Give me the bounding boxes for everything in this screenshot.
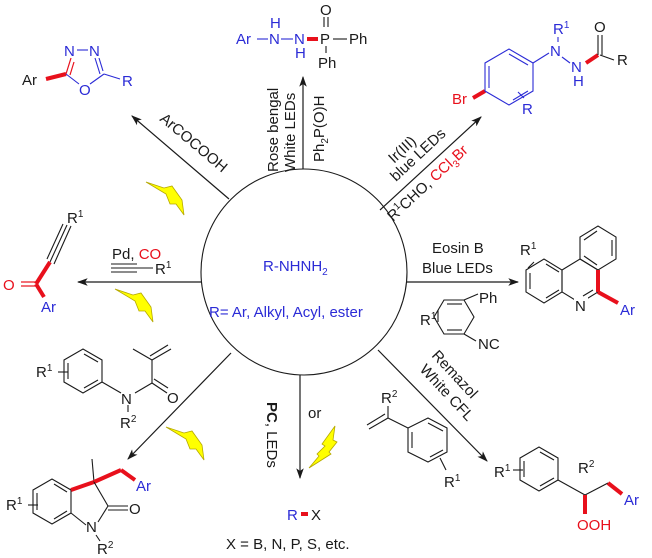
svg-text:Ar: Ar (620, 302, 635, 319)
center-hub: R-NHNH2 R= Ar, Alkyl, Acyl, ester (200, 168, 408, 376)
svg-text:R: R (122, 73, 133, 90)
substrate-oxindole: R1 N R2 O (36, 344, 179, 432)
reagent-phosphorylation: Ph2P(O)H (311, 96, 331, 162)
svg-text:N: N (571, 59, 582, 76)
svg-text:R: R (617, 52, 628, 69)
product-phenanthridine: N Ar R1 (520, 225, 635, 319)
heteroatom-note: X = B, N, P, S, etc. (226, 536, 350, 553)
arrow-oxindole (127, 352, 232, 460)
product-phosphorylation: Ar H N N H P O Ph Ph (236, 2, 367, 72)
arrow-bromination (379, 116, 482, 211)
svg-text:O: O (167, 390, 179, 407)
conditions-phosphorylation-2: White LEDs (282, 93, 299, 172)
light-icon (308, 425, 338, 469)
svg-text:R1: R1 (520, 241, 537, 259)
svg-text:Ph: Ph (318, 55, 336, 72)
svg-text:P: P (320, 31, 330, 48)
svg-text:O: O (79, 82, 91, 99)
conditions-ynone: Pd, CO (112, 246, 161, 263)
center-circle (200, 168, 408, 376)
svg-text:R1: R1 (420, 311, 437, 329)
conditions-heteroatom: PC, LEDs (263, 402, 280, 468)
center-reagent: R-NHNH2 (263, 258, 328, 278)
svg-text:R1: R1 (67, 209, 84, 227)
arrow-hydroperoxide (377, 349, 488, 462)
svg-text:R2: R2 (578, 459, 595, 477)
svg-text:N: N (575, 298, 586, 315)
conditions-phosphorylation-1: Rose bengal (265, 88, 282, 172)
svg-text:Ar: Ar (41, 299, 56, 316)
svg-text:R2: R2 (97, 540, 114, 558)
svg-text:N: N (86, 519, 97, 536)
svg-text:O: O (129, 501, 141, 518)
svg-text:N: N (550, 43, 561, 60)
svg-text:R1: R1 (444, 473, 461, 491)
svg-text:Ph: Ph (479, 290, 497, 307)
svg-text:R1: R1 (36, 363, 53, 381)
svg-text:H: H (270, 15, 281, 32)
svg-text:R: R (522, 101, 533, 118)
svg-text:H: H (295, 45, 306, 62)
reagent-alkyne: R1 (111, 260, 172, 278)
svg-text:N: N (269, 31, 280, 48)
light-icon (165, 426, 205, 461)
product-oxadiazole: Ar N N O R (22, 43, 133, 99)
arrow-oxadiazole (131, 115, 230, 200)
svg-text:X: X (311, 507, 321, 524)
svg-text:Ar: Ar (236, 31, 251, 48)
svg-text:R2: R2 (120, 414, 137, 432)
product-ynone: R1 O Ar (3, 209, 84, 316)
svg-text:Ar: Ar (136, 478, 151, 495)
svg-text:R1: R1 (6, 496, 23, 514)
substrate-phenanthridine: Ph NC R1 (420, 290, 500, 353)
svg-text:Ar: Ar (624, 492, 639, 509)
svg-text:O: O (594, 19, 606, 36)
product-oxindole: R1 Ar O N R2 (6, 458, 151, 558)
product-hydroperoxide: R1 R2 Ar OOH (494, 446, 639, 534)
product-heteroatom: R X (287, 507, 321, 524)
svg-text:OOH: OOH (577, 517, 611, 534)
light-icon (114, 288, 154, 323)
alt-or: or (308, 405, 321, 422)
svg-text:Ar: Ar (22, 72, 37, 89)
conditions-oxadiazole: ArCOCOOH (156, 110, 230, 176)
product-bromination: Br R N R1 N H O R (452, 19, 628, 118)
svg-text:R1: R1 (494, 463, 511, 481)
conditions-phenanthridine-2: Blue LEDs (422, 260, 493, 277)
svg-text:N: N (64, 43, 75, 60)
svg-text:R: R (287, 507, 298, 524)
svg-text:N: N (89, 43, 100, 60)
svg-text:O: O (320, 2, 332, 19)
svg-text:NC: NC (478, 336, 500, 353)
svg-text:Br: Br (452, 91, 467, 108)
svg-text:R1: R1 (553, 20, 570, 38)
light-icon (145, 181, 185, 216)
center-definition: R= Ar, Alkyl, Acyl, ester (209, 304, 363, 321)
svg-text:N: N (121, 391, 132, 408)
svg-text:O: O (3, 277, 15, 294)
substrate-hydroperoxide: R2 R1 (366, 389, 461, 491)
svg-text:R2: R2 (381, 389, 398, 407)
svg-text:H: H (573, 73, 584, 90)
svg-text:Ph: Ph (349, 31, 367, 48)
svg-text:R1: R1 (155, 260, 172, 278)
conditions-phenanthridine-1: Eosin B (432, 240, 484, 257)
svg-text:N: N (294, 31, 305, 48)
